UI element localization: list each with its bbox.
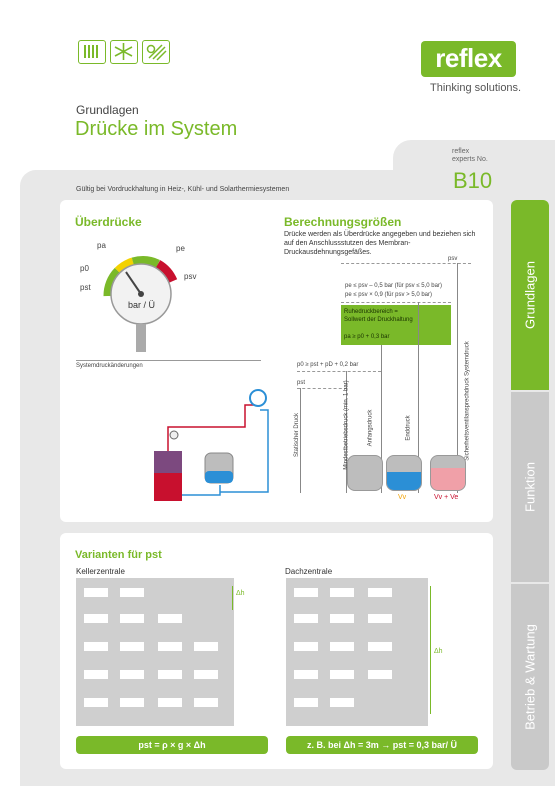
vessel-empty [347, 455, 383, 491]
tab-funktion-label: Funktion [522, 462, 538, 512]
col-label-4: Enddruck [405, 415, 412, 441]
pst-label: pst [297, 380, 306, 386]
tab-funktion[interactable]: Funktion [511, 392, 549, 582]
tab-betrieb-wartung[interactable]: Betrieb & Wartung [511, 584, 549, 770]
dh-label-left: Δh [236, 590, 245, 597]
psv-top-label: psv [448, 256, 458, 262]
ruhedruck-line1: Ruhedruckbereich = [344, 309, 398, 315]
vessel-vv-ve [430, 455, 466, 491]
tab-grundlagen-label: Grundlagen [522, 261, 538, 329]
label-p0: p0 [80, 264, 89, 273]
ruhedruck-box [341, 305, 451, 345]
tab-grundlagen[interactable]: Grundlagen [511, 200, 549, 390]
gauge-footnote: Systemdruckänderungen [76, 363, 143, 369]
ruhedruck-line2: Sollwert der Druckhaltung [344, 317, 413, 323]
page-title: Drücke im System [75, 118, 238, 140]
tab-betrieb-label: Betrieb & Wartung [522, 624, 538, 730]
col-line-2 [346, 371, 347, 493]
col-label-3: Anfangsdruck [367, 409, 374, 447]
vessel-label-vv: Vv [398, 494, 407, 501]
label-psv: psv [184, 272, 197, 281]
badge-line2: experts No. [452, 156, 488, 163]
varianten-heading: Varianten für pst [75, 549, 162, 561]
dh-label-right: Δh [434, 648, 443, 655]
pe-line [341, 302, 451, 303]
building-left [76, 578, 234, 726]
psv-line [341, 263, 471, 264]
berechnung-heading: Berechnungsgrößen [284, 215, 402, 229]
berechnung-intro: Drücke werden als Überdrücke angegeben u… [284, 231, 476, 256]
page-subtitle: Grundlagen [76, 103, 139, 117]
p0-formula: p0 ≥ pst + pD + 0,2 bar [297, 362, 359, 368]
col-line-5 [457, 263, 458, 493]
rule-2: pe ≤ psv × 0,9 (für psv > 5,0 bar) [345, 292, 433, 298]
badge-line1: reflex [452, 148, 470, 155]
label-pst: pst [80, 283, 91, 292]
badge-code: B10 [453, 168, 493, 193]
heating-schematic [154, 389, 269, 501]
radiator-icon [78, 40, 106, 64]
brand-logo: reflex [421, 41, 516, 77]
label-pe: pe [176, 244, 185, 253]
snowflake-icon [110, 40, 138, 64]
pressure-gauge [103, 256, 178, 352]
ueberdruecke-heading: Überdrücke [75, 215, 142, 229]
col-line-1 [300, 388, 301, 493]
col-line-3 [381, 345, 382, 493]
col-label-5: Sicherheitsventilansprechdruck Systemdru… [464, 341, 471, 461]
badge-tab [393, 140, 555, 200]
vessel-label-vv-ve: Vv + Ve [434, 494, 459, 501]
vessel-vv [386, 455, 422, 491]
right-formula: z. B. bei Δh = 3m → pst = 0,3 bar/ Ü [286, 736, 478, 754]
p0-line [297, 371, 381, 372]
solar-icon [142, 40, 170, 64]
ruhedruck-formula: pa ≥ p0 + 0,3 bar [344, 334, 390, 340]
rule-1: pe ≤ psv – 0,5 bar (für psv ≤ 5,0 bar) [345, 283, 442, 289]
label-pa: pa [97, 241, 106, 250]
left-variant-title: Kellerzentrale [76, 567, 125, 576]
left-formula: pst = ρ × g × Δh [76, 736, 268, 754]
gauge-footnote-line [76, 360, 261, 361]
gauge-unit: bar / Ü [128, 300, 156, 310]
pst-line [297, 388, 347, 389]
dh-line-right [430, 586, 431, 714]
right-variant-title: Dachzentrale [285, 567, 333, 576]
col-line-4 [418, 302, 419, 493]
building-right [286, 578, 428, 726]
brand-slogan: Thinking solutions. [430, 82, 522, 94]
dh-line-left [232, 586, 233, 610]
validity-note: Gültig bei Vordruckhaltung in Heiz-, Küh… [76, 186, 290, 193]
